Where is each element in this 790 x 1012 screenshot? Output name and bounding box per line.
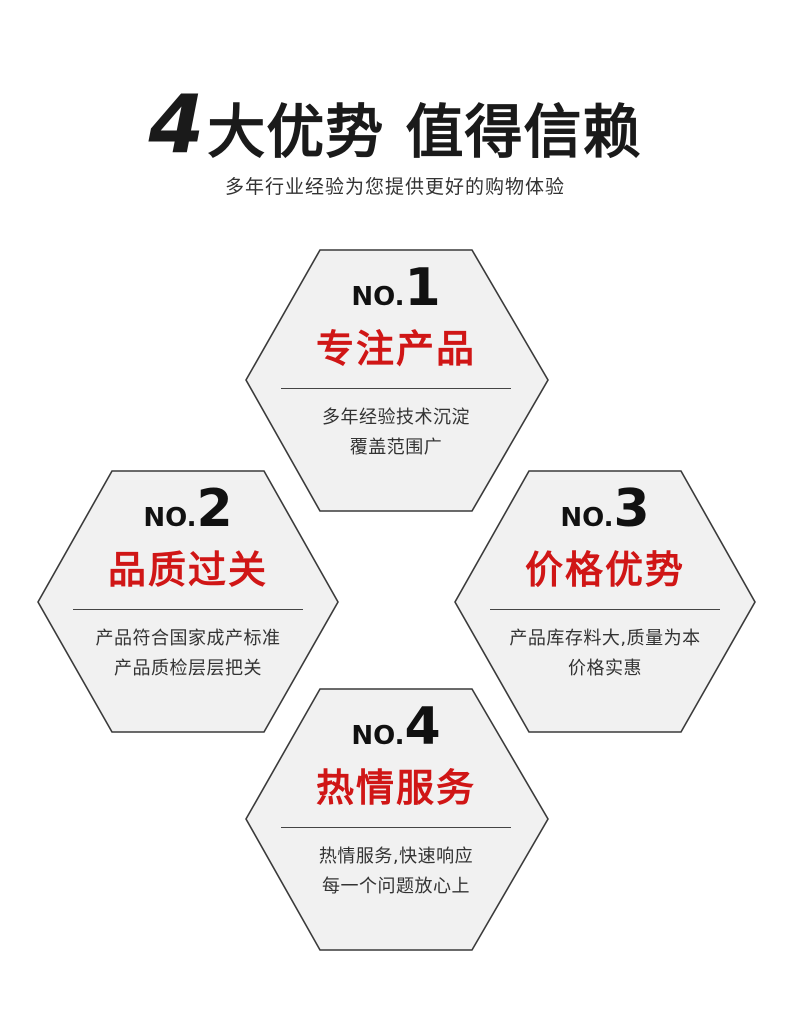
no-prefix: NO. [351,282,405,312]
advantage-card-1: NO.1 专注产品 多年经验技术沉淀 覆盖范围广 [266,262,526,463]
advantage-number: NO.2 [58,483,318,535]
advantage-name: 价格优势 [524,548,685,592]
advantage-name: 专注产品 [315,327,476,371]
description-line-1: 热情服务,快速响应 [318,845,474,867]
page-title: 4 大优势 值得信赖 [0,78,790,171]
description-line-2: 产品质检层层把关 [114,657,262,679]
advantage-card-3: NO.3 价格优势 产品库存料大,质量为本 价格实惠 [475,483,735,684]
no-digit: 4 [404,697,441,757]
advantage-description: 多年经验技术沉淀 覆盖范围广 [266,403,526,463]
advantage-description: 热情服务,快速响应 每一个问题放心上 [266,842,526,902]
advantage-number: NO.1 [266,262,526,314]
title-number: 4 [148,78,205,171]
description-line-2: 价格实惠 [568,657,642,679]
description-line-2: 每一个问题放心上 [322,875,470,897]
description-line-2: 覆盖范围广 [349,436,443,458]
title-text: 大优势 值得信赖 [207,98,642,166]
advantage-name: 品质过关 [107,548,268,592]
description-line-1: 产品符合国家成产标准 [95,627,281,649]
advantage-card-4: NO.4 热情服务 热情服务,快速响应 每一个问题放心上 [266,701,526,902]
hexagon-3 [454,470,756,733]
advantage-description: 产品库存料大,质量为本 价格实惠 [475,624,735,684]
advantage-card-2: NO.2 品质过关 产品符合国家成产标准 产品质检层层把关 [58,483,318,684]
no-digit: 2 [196,479,233,539]
page-subtitle: 多年行业经验为您提供更好的购物体验 [224,176,565,198]
advantage-number: NO.4 [266,701,526,753]
description-line-1: 多年经验技术沉淀 [322,406,470,428]
hexagon-2 [37,470,339,733]
divider [490,608,720,610]
divider [73,608,303,610]
no-prefix: NO. [351,721,405,751]
no-digit: 1 [404,258,441,318]
hexagon-1 [245,249,549,512]
advantage-name: 热情服务 [315,766,476,810]
no-prefix: NO. [143,503,197,533]
no-prefix: NO. [560,503,614,533]
hexagon-4 [245,688,549,951]
divider [281,387,511,389]
advantage-number: NO.3 [475,483,735,535]
description-line-1: 产品库存料大,质量为本 [509,627,701,649]
advantage-description: 产品符合国家成产标准 产品质检层层把关 [58,624,318,684]
no-digit: 3 [613,479,650,539]
divider [281,826,511,828]
